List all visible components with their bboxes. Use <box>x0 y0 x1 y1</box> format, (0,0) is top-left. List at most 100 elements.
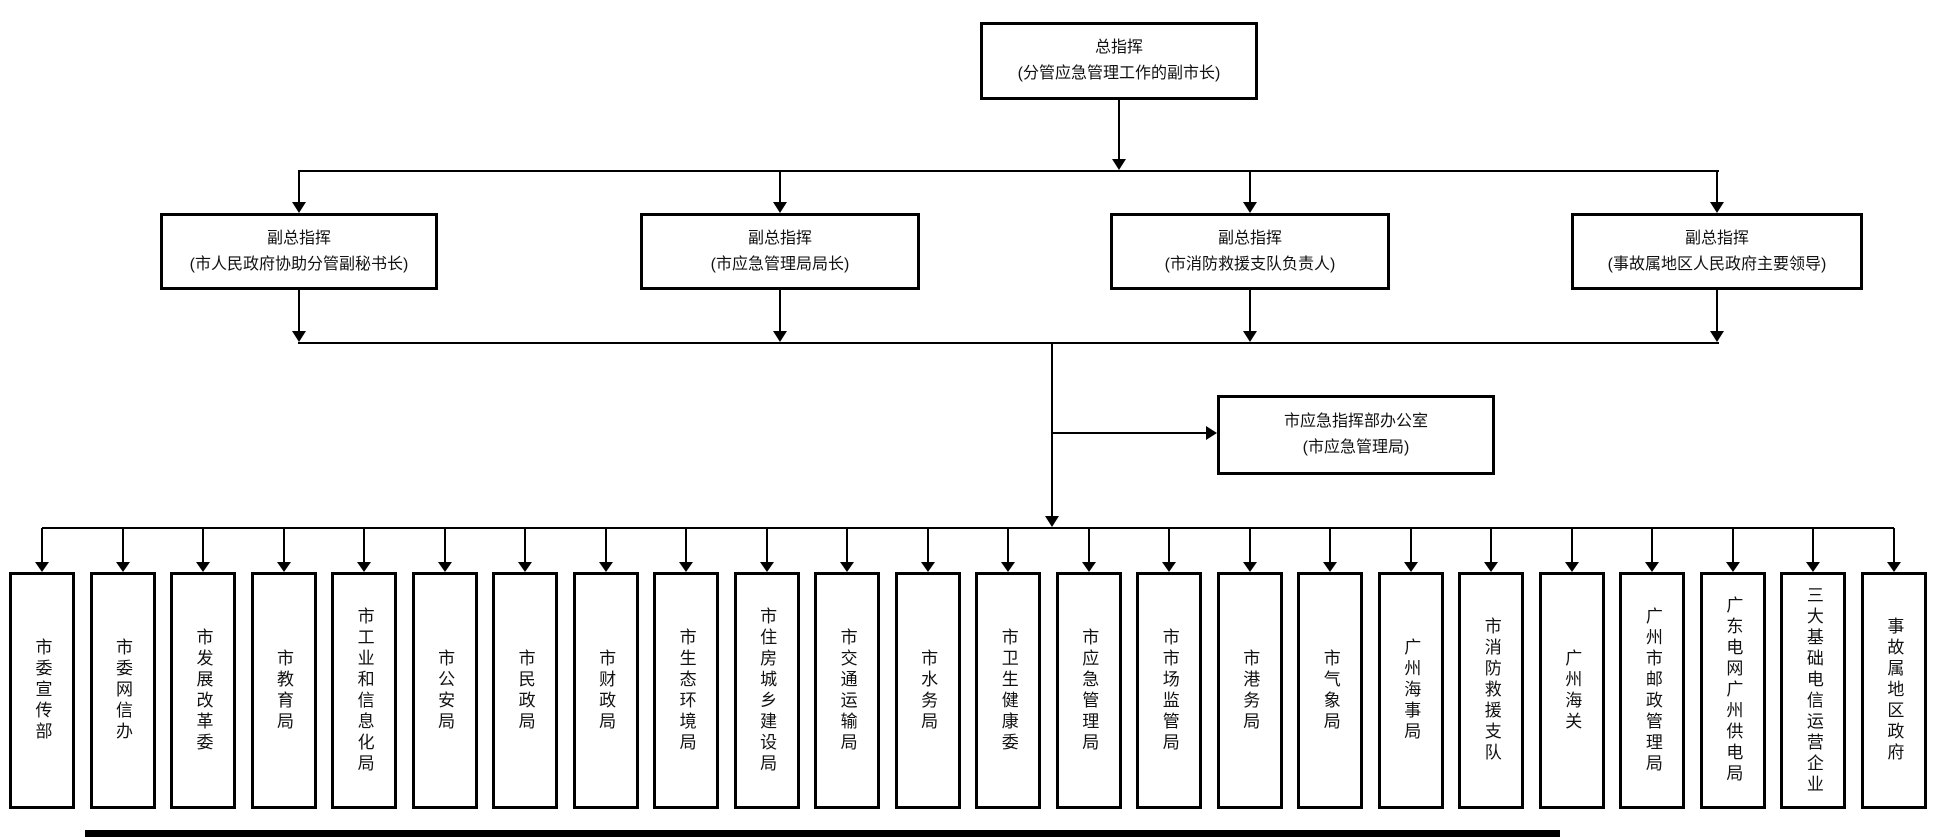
member-node: 市生态环境局 <box>653 572 720 809</box>
member-node: 广州海事局 <box>1377 572 1444 809</box>
connector-members-bus <box>42 527 1894 529</box>
connector-deputies-bus <box>298 170 1719 172</box>
arrowhead-down-icon <box>1806 562 1821 572</box>
member-label: 广东电网广州供电局 <box>1723 596 1743 785</box>
connector-line <box>1248 528 1251 562</box>
arrowhead-down-icon <box>840 562 855 572</box>
arrowhead-down-icon <box>1045 516 1059 527</box>
arrowhead-down-icon <box>1484 562 1499 572</box>
connector-line <box>524 528 527 562</box>
commander-subtitle: (分管应急管理工作的副市长) <box>1017 65 1221 82</box>
member-node: 市委宣传部 <box>9 572 75 809</box>
arrowhead-down-icon <box>1001 562 1016 572</box>
arrowhead-down-icon <box>518 562 533 572</box>
office-subtitle: (市应急管理局) <box>1302 439 1410 456</box>
arrowhead-down-icon <box>920 562 935 572</box>
member-label: 市教育局 <box>274 648 294 733</box>
member-label: 市工业和信息化局 <box>354 606 374 775</box>
deputy-node: 副总指挥 (市应急管理局局长) <box>640 213 920 290</box>
connector-office-branch <box>1051 432 1206 434</box>
connector-line <box>604 528 607 562</box>
member-label: 市发展改革委 <box>193 627 213 754</box>
connector-member-drop <box>734 528 800 572</box>
arrowhead-down-icon <box>1162 562 1177 572</box>
arrowhead-down-icon <box>1323 562 1338 572</box>
deputy-node: 副总指挥 (市消防救援支队负责人) <box>1110 213 1390 290</box>
deputy-node: 副总指挥 (市人民政府协助分管副秘书长) <box>160 213 438 290</box>
connector-member-drop <box>1619 528 1685 572</box>
member-node: 市交通运输局 <box>814 572 881 809</box>
connector-deputy1-out <box>298 290 300 332</box>
connector-member-drop <box>412 528 478 572</box>
connector-line <box>202 528 205 562</box>
arrowhead-down-icon <box>759 562 774 572</box>
member-node: 市民政局 <box>492 572 559 809</box>
member-label: 市民政局 <box>515 648 535 733</box>
connector-line <box>685 528 688 562</box>
connector-line <box>443 528 446 562</box>
connector-member-drop <box>9 528 75 572</box>
connector-member-drop <box>170 528 236 572</box>
deputy-subtitle: (市应急管理局局长) <box>710 255 850 273</box>
connector-line <box>363 528 366 562</box>
arrowhead-down-icon <box>357 562 372 572</box>
connector-line <box>1490 528 1493 562</box>
connector-member-drop <box>1297 528 1363 572</box>
connector-member-drop <box>895 528 961 572</box>
member-node: 市港务局 <box>1216 572 1283 809</box>
member-node: 市市场监管局 <box>1136 572 1203 809</box>
connector-line <box>846 528 849 562</box>
connector-deputy3-out <box>1249 290 1251 332</box>
member-label: 市公安局 <box>435 648 455 733</box>
member-label: 广州市邮政管理局 <box>1642 606 1662 775</box>
connector-line <box>1409 528 1412 562</box>
member-node: 市住房城乡建设局 <box>733 572 800 809</box>
arrowhead-down-icon <box>292 331 306 342</box>
connector-deputy2-in <box>779 172 781 203</box>
member-node: 市公安局 <box>411 572 478 809</box>
member-label: 市交通运输局 <box>837 627 857 754</box>
arrowhead-down-icon <box>1081 562 1096 572</box>
connector-member-drop <box>1861 528 1927 572</box>
arrowhead-down-icon <box>1645 562 1660 572</box>
commander-node: 总指挥 (分管应急管理工作的副市长) <box>980 22 1258 100</box>
connector-member-drop <box>1458 528 1524 572</box>
connector-member-drop <box>1056 528 1122 572</box>
office-title: 市应急指挥部办公室 <box>1283 413 1428 431</box>
connector-member-drop <box>1217 528 1283 572</box>
connector-member-drop <box>251 528 317 572</box>
member-label: 市财政局 <box>596 648 616 733</box>
member-node: 广州海关 <box>1538 572 1605 809</box>
member-label: 市港务局 <box>1240 648 1260 733</box>
arrowhead-down-icon <box>1564 562 1579 572</box>
connector-commander-drop <box>1118 100 1120 160</box>
connector-member-drop <box>1780 528 1846 572</box>
connector-line <box>1892 528 1895 562</box>
member-label: 广州海关 <box>1562 648 1582 733</box>
arrowhead-down-icon <box>679 562 694 572</box>
connector-line <box>1651 528 1654 562</box>
member-label: 市消防救援支队 <box>1481 617 1501 764</box>
arrowhead-down-icon <box>1243 331 1257 342</box>
member-node: 市消防救援支队 <box>1458 572 1525 809</box>
deputy-node: 副总指挥 (事故属地区人民政府主要领导) <box>1571 213 1863 290</box>
connector-member-drop <box>975 528 1041 572</box>
member-label: 市住房城乡建设局 <box>757 606 777 775</box>
arrowhead-right-icon <box>1206 426 1217 440</box>
deputy-title: 副总指挥 <box>266 229 331 247</box>
deputy-title: 副总指挥 <box>747 229 812 247</box>
member-node: 三大基础电信运营企业 <box>1780 572 1847 809</box>
connector-line <box>1007 528 1010 562</box>
connector-line <box>1168 528 1171 562</box>
horizontal-scrollbar[interactable] <box>85 830 1560 837</box>
connector-line <box>282 528 285 562</box>
connector-trunk <box>1051 344 1053 517</box>
connector-deputy2-out <box>779 290 781 332</box>
arrowhead-down-icon <box>1886 562 1901 572</box>
commander-title: 总指挥 <box>1094 39 1143 57</box>
member-label: 市气象局 <box>1320 648 1340 733</box>
member-node: 市委网信办 <box>89 572 156 809</box>
arrowhead-down-icon <box>437 562 452 572</box>
arrowhead-down-icon <box>196 562 211 572</box>
